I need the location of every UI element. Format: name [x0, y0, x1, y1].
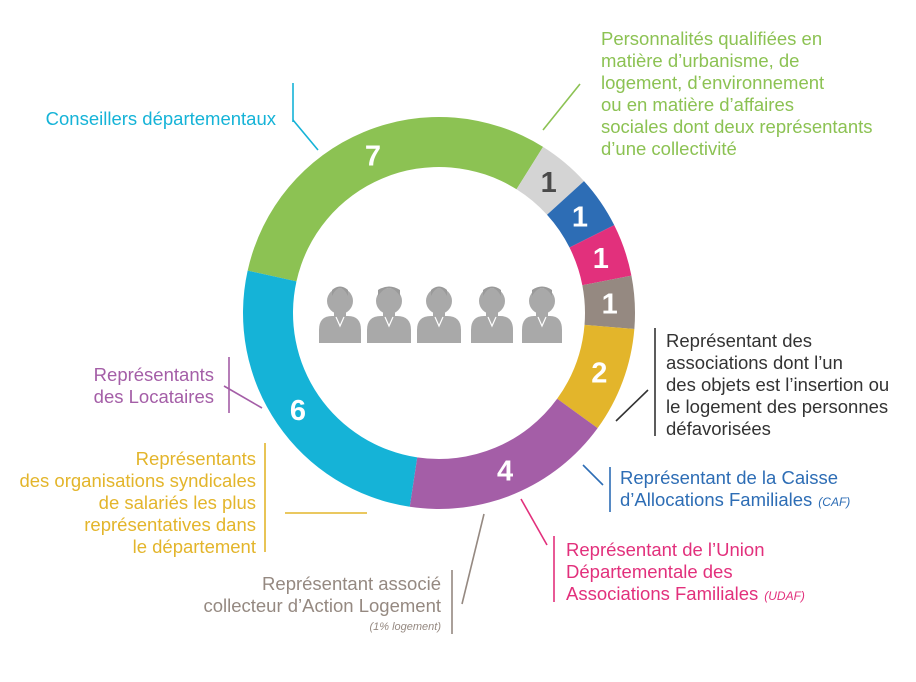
leader-line-udaf	[520, 498, 548, 546]
category-label-conseillers: Conseillers départementaux	[46, 108, 277, 129]
value-label-caf: 1	[572, 201, 588, 233]
category-label-line: collecteur d’Action Logement	[203, 595, 441, 616]
value-label-associations: 1	[541, 167, 557, 199]
leader-lines	[223, 83, 656, 634]
person-icon	[417, 286, 461, 343]
category-label-line: Représentant de la Caisse	[620, 467, 838, 488]
slice-associations	[516, 146, 585, 215]
category-label-line: Personnalités qualifiées en	[601, 28, 822, 49]
leader-line-action_logement	[461, 513, 485, 605]
leader-line-personnalites	[542, 83, 581, 131]
category-label-line: ou en matière d’affaires	[601, 94, 794, 115]
value-label-udaf: 1	[593, 243, 609, 275]
category-label-line: Associations Familiales	[566, 583, 758, 604]
value-label-locataires: 4	[497, 456, 513, 488]
person-icon	[522, 286, 562, 343]
slice-locataires	[409, 398, 598, 509]
category-label-line: Représentant de l’Union	[566, 539, 765, 560]
category-label-line: Départementale des	[566, 561, 733, 582]
slice-personnalites	[247, 117, 544, 282]
category-label-line: logement, d’environnement	[601, 72, 824, 93]
category-label-line: représentatives dans	[84, 514, 256, 535]
leader-line-caf	[582, 464, 604, 486]
slice-udaf	[569, 225, 632, 286]
slice-syndicales	[557, 324, 635, 429]
leader-line-associations	[615, 389, 649, 422]
category-label-line: Représentant des	[666, 330, 812, 351]
category-label-line: Représentants	[94, 364, 214, 385]
category-label-line: des Locataires	[94, 386, 214, 407]
category-note-udaf: (UDAF)	[764, 589, 805, 603]
category-label-line: Représentant associé	[262, 573, 441, 594]
category-label-line: d’une collectivité	[601, 138, 737, 159]
value-label-personnalites: 7	[365, 140, 381, 172]
category-label-line: défavorisées	[666, 418, 771, 439]
value-label-action_logement: 1	[602, 289, 618, 321]
category-label-line: le département	[133, 536, 256, 557]
category-label-line: le logement des personnes	[666, 396, 888, 417]
category-label-line: des objets est l’insertion ou	[666, 374, 889, 395]
category-label-line: Conseillers départementaux	[46, 108, 277, 129]
value-label-syndicales: 2	[591, 357, 607, 389]
slice-action_logement	[582, 275, 636, 329]
category-label-line: matière d’urbanisme, de	[601, 50, 799, 71]
value-label-conseillers: 6	[290, 395, 306, 427]
category-label-line: de salariés les plus	[99, 492, 256, 513]
category-label-line: associations dont l’un	[666, 352, 843, 373]
slices	[243, 117, 636, 509]
person-icon	[319, 286, 361, 343]
category-note-action_logement: (1% logement)	[369, 621, 441, 633]
leader-line-locataires	[223, 385, 263, 409]
category-label-line: des organisations syndicales	[19, 470, 256, 491]
category-label-line: d’Allocations Familiales	[620, 489, 812, 510]
person-icon	[471, 286, 513, 343]
category-label-line: Représentants	[136, 448, 256, 469]
center-people-icons	[319, 286, 562, 343]
category-label-line: sociales dont deux représentants	[601, 116, 873, 137]
slice-conseillers	[243, 270, 418, 507]
leader-line-conseillers	[292, 119, 319, 151]
person-icon	[367, 286, 411, 343]
category-note-caf: (CAF)	[818, 495, 850, 509]
slice-caf	[547, 181, 615, 248]
